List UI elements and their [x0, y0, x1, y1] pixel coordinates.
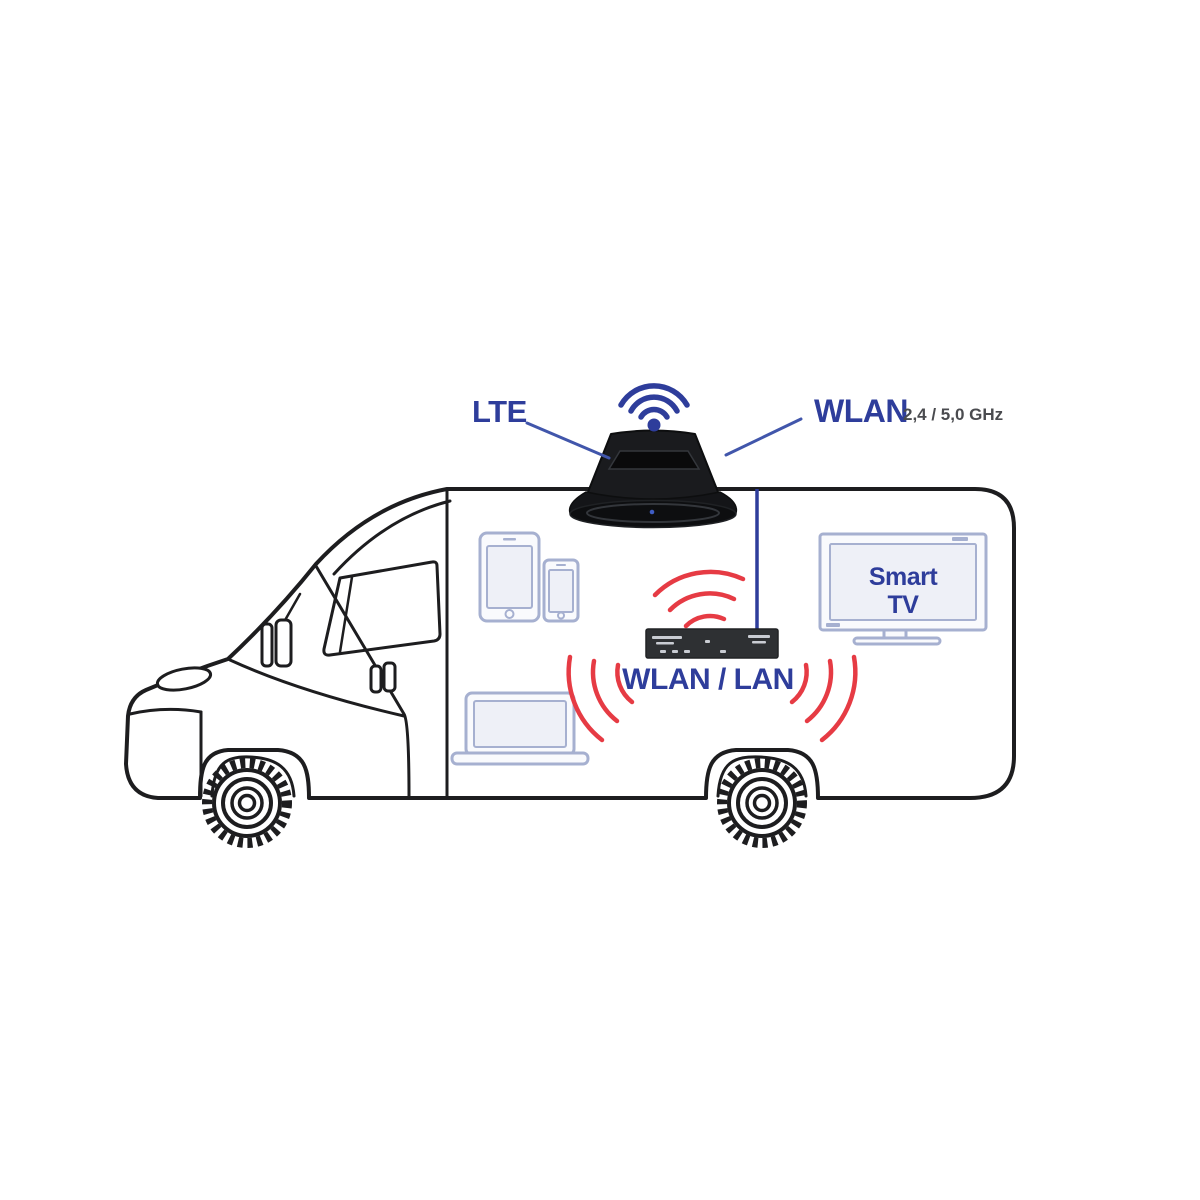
- door-handle: [369, 661, 397, 694]
- smart-tv-icon: Smart TV: [818, 532, 988, 646]
- mirror-arm: [260, 622, 274, 668]
- uplink-wave-outer: [652, 569, 746, 598]
- wifi-arc-middle: [628, 394, 680, 414]
- front-hub-cap: [237, 793, 257, 813]
- camper-van: [124, 487, 1016, 848]
- mirror-stalk: [282, 592, 302, 624]
- door-handle-bar: [369, 664, 383, 694]
- uplink-wave-middle: [667, 591, 737, 613]
- belt-line: [228, 658, 406, 718]
- roof-antenna: [568, 429, 738, 529]
- cab-window: [322, 560, 442, 657]
- tv-logo-mark-top: [952, 537, 968, 541]
- wlan-waves-left: [566, 654, 635, 743]
- uplink-wave-inner: [683, 613, 727, 629]
- laptop-base: [450, 751, 590, 766]
- tv-stand-base: [852, 636, 942, 646]
- rear-hub-cap: [752, 793, 772, 813]
- left-wave-inner: [615, 662, 635, 705]
- wlan-lan-label: WLAN / LAN: [622, 663, 794, 696]
- smartphone-icon: [542, 558, 580, 623]
- smart-tv-label-line1: Smart: [869, 563, 939, 591]
- tablet-screen: [486, 545, 533, 609]
- router-label-mark-right2: [752, 641, 766, 644]
- side-mirror: [260, 592, 302, 668]
- wlan-frequency-label: 2,4 / 5,0 GHz: [903, 405, 1003, 424]
- van-body-outline: [124, 487, 1016, 800]
- router-port-1: [660, 650, 666, 653]
- wlan-leader-line: [724, 417, 803, 457]
- tv-logo-mark-bottom: [826, 623, 840, 627]
- tablet-icon: [478, 531, 541, 623]
- wifi-arc-inner: [638, 406, 670, 420]
- router-port-2: [672, 650, 678, 653]
- smart-tv-label-line2: TV: [888, 591, 920, 619]
- laptop-icon: [450, 691, 590, 766]
- phone-screen: [548, 569, 574, 613]
- laptop-screen: [473, 700, 567, 748]
- router-port-4: [720, 650, 726, 653]
- router-uplink-waves: [652, 569, 746, 629]
- rear-fender-inner: [716, 755, 808, 798]
- lte-leader-line: [525, 421, 611, 460]
- antenna-status-led: [649, 509, 655, 515]
- router-device: [645, 628, 779, 659]
- cab-roof-inner-line: [332, 499, 452, 576]
- left-wave-outer: [566, 654, 605, 743]
- left-wave-middle: [590, 658, 620, 724]
- right-wave-outer: [819, 654, 858, 743]
- right-wave-inner: [789, 662, 809, 705]
- wifi-arc-outer: [618, 383, 690, 408]
- wlan-waves-right: [789, 654, 858, 743]
- bumper-top-line: [128, 707, 203, 716]
- mirror-glass: [274, 618, 293, 668]
- tablet-home-button: [504, 609, 515, 619]
- router-led: [705, 640, 710, 643]
- wlan-label: WLAN: [814, 393, 908, 429]
- door-front-edge: [314, 564, 411, 798]
- wifi-dot: [647, 418, 661, 432]
- router-label-mark-right: [748, 635, 770, 638]
- phone-speaker: [556, 564, 566, 566]
- front-wheel: [202, 758, 292, 848]
- antenna-base-rim: [586, 503, 720, 523]
- rear-wheel: [717, 758, 807, 848]
- tv-screen: [829, 543, 977, 621]
- router-brand-mark: [652, 636, 682, 639]
- router-model-mark: [656, 642, 674, 645]
- headlight: [155, 666, 213, 692]
- phone-home-button: [557, 611, 565, 620]
- tablet-speaker: [503, 538, 516, 541]
- right-wave-middle: [804, 658, 834, 724]
- rear-tire-teeth: [717, 758, 807, 848]
- door-handle-grip: [382, 661, 397, 693]
- router-port-3: [684, 650, 690, 653]
- antenna-front-face: [607, 450, 701, 470]
- wifi-icon: [618, 383, 690, 432]
- front-tire-teeth: [202, 758, 292, 848]
- lte-label: LTE: [472, 394, 527, 429]
